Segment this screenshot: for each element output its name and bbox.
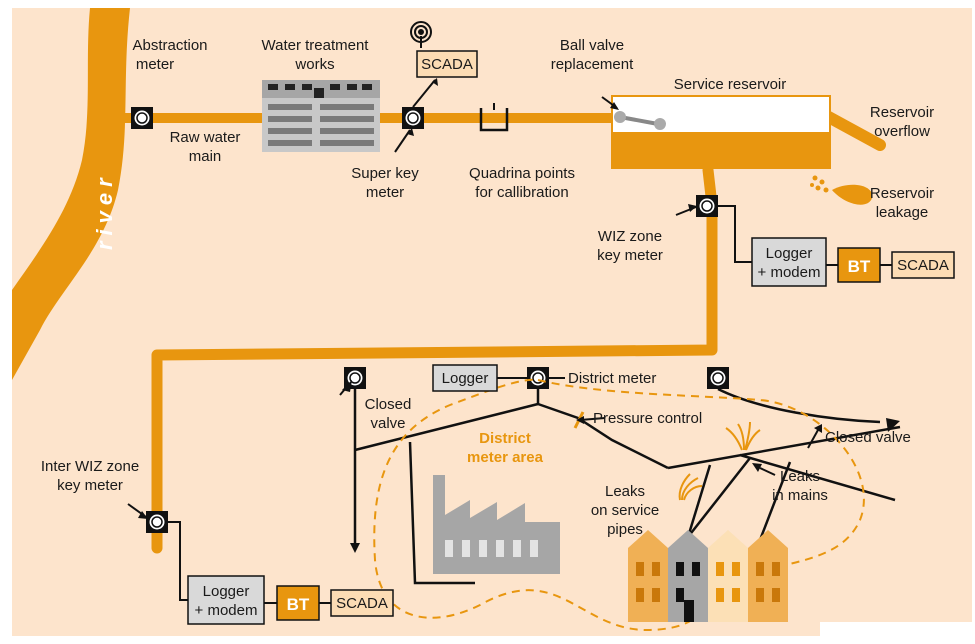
water-treatment-building [262, 80, 380, 152]
leaks-service-label-2: on service [591, 502, 659, 519]
ball-valve-label-1: Ball valve [560, 37, 624, 54]
logger-district-box: Logger [432, 364, 498, 392]
right-branch-meter [707, 367, 729, 389]
super-key-meter [402, 107, 424, 129]
ball-valve-ball-right [654, 118, 666, 130]
closed-valve-arrowhead [886, 418, 900, 432]
quadrina-points-symbol [479, 108, 509, 132]
water-treatment-label-1: Water treatment [262, 37, 370, 54]
district-meter-area-label-1: District [479, 430, 531, 447]
super-key-meter-label-2: meter [366, 184, 404, 201]
scada-bottom-box: SCADA [330, 589, 394, 617]
reservoir-overflow-label-2: overflow [874, 123, 930, 140]
quadrina-label-2: for callibration [475, 184, 568, 201]
arrowheads [138, 78, 822, 553]
factory-supply [408, 441, 475, 585]
bt-top-box: BT [837, 247, 881, 283]
scada-right-label: SCADA [897, 257, 949, 274]
logger-modem-bottom-box: Logger + modem [187, 575, 265, 625]
inter-wiz-label-1: Inter WIZ zone [41, 458, 139, 475]
district-meter-label: District meter [568, 370, 656, 387]
river-label: river [92, 172, 117, 250]
leaks-service-label-3: pipes [607, 521, 643, 538]
service-reservoir [611, 95, 831, 169]
ball-valve-arm [619, 115, 659, 126]
abstraction-meter-label-1: Abstraction [132, 37, 207, 54]
reservoir-overflow-label-1: Reservoir [870, 104, 934, 121]
closed-valve-right-label: Closed valve [825, 429, 911, 446]
overflow-pipe [819, 109, 886, 151]
reservoir-leakage-blob [832, 184, 873, 205]
logger-bottom-label: Logger [203, 583, 250, 600]
leaks-in-mains-label-1: Leaks [780, 468, 820, 485]
modem-bottom-label: + modem [195, 602, 258, 619]
ball-valve-label-2: replacement [551, 56, 634, 73]
distribution-mains [353, 387, 901, 585]
ball-valve-ball-left [614, 111, 626, 123]
houses-icon [628, 530, 788, 622]
leakage-drops [810, 175, 829, 193]
factory-icon [433, 475, 560, 574]
bt-bottom-label: BT [287, 595, 310, 614]
leak-spray-service-pipe [678, 473, 703, 501]
wiz-zone-label-1: WIZ zone [598, 228, 662, 245]
closed-valve-arrow [350, 543, 360, 553]
scada-top-label: SCADA [421, 56, 473, 73]
super-key-meter-label-1: Super key [351, 165, 419, 182]
abstraction-meter [131, 107, 153, 129]
scada-right-box: SCADA [891, 251, 955, 279]
leaks-in-mains-label-2: in mains [772, 487, 828, 504]
closed-valve-left-label-1: Closed [365, 396, 412, 413]
raw-water-label-2: main [189, 148, 222, 165]
leak-spray-mains [725, 421, 761, 451]
scada-bottom-label: SCADA [336, 595, 388, 612]
pressure-control-label: Pressure control [593, 410, 702, 427]
trunk-main-pipe [151, 164, 718, 554]
river [12, 8, 130, 380]
closed-valve-left-label-2: valve [370, 415, 405, 432]
wiz-zone-label-2: key meter [597, 247, 663, 264]
district-meter-area-label-2: meter area [467, 449, 544, 466]
inter-wiz-label-2: key meter [57, 477, 123, 494]
modem-top-label: + modem [758, 264, 821, 281]
main-to-closed-valve [667, 425, 901, 470]
logger-district-label: Logger [442, 370, 489, 387]
reservoir-leakage-label-1: Reservoir [870, 185, 934, 202]
inter-wiz-zone-key-meter [146, 511, 168, 533]
antenna-icon [410, 21, 432, 48]
service-reservoir-label: Service reservoir [674, 76, 787, 93]
corner-cutout [820, 622, 975, 639]
scada-top-box: SCADA [416, 50, 478, 78]
quadrina-label-1: Quadrina points [469, 165, 575, 182]
district-meter-area-boundary [373, 378, 865, 632]
district-meter [527, 367, 549, 389]
logger-top-label: Logger [766, 245, 813, 262]
wiz-zone-key-meter [696, 195, 718, 217]
water-treatment-label-2: works [294, 56, 334, 73]
bt-bottom-box: BT [276, 585, 320, 621]
abstraction-meter-label-2: meter [136, 56, 174, 73]
raw-water-label-1: Raw water [170, 129, 241, 146]
logger-modem-top-box: Logger + modem [751, 237, 827, 287]
reservoir-leakage-label-2: leakage [876, 204, 929, 221]
bt-top-label: BT [848, 257, 871, 276]
leaks-service-label-1: Leaks [605, 483, 645, 500]
